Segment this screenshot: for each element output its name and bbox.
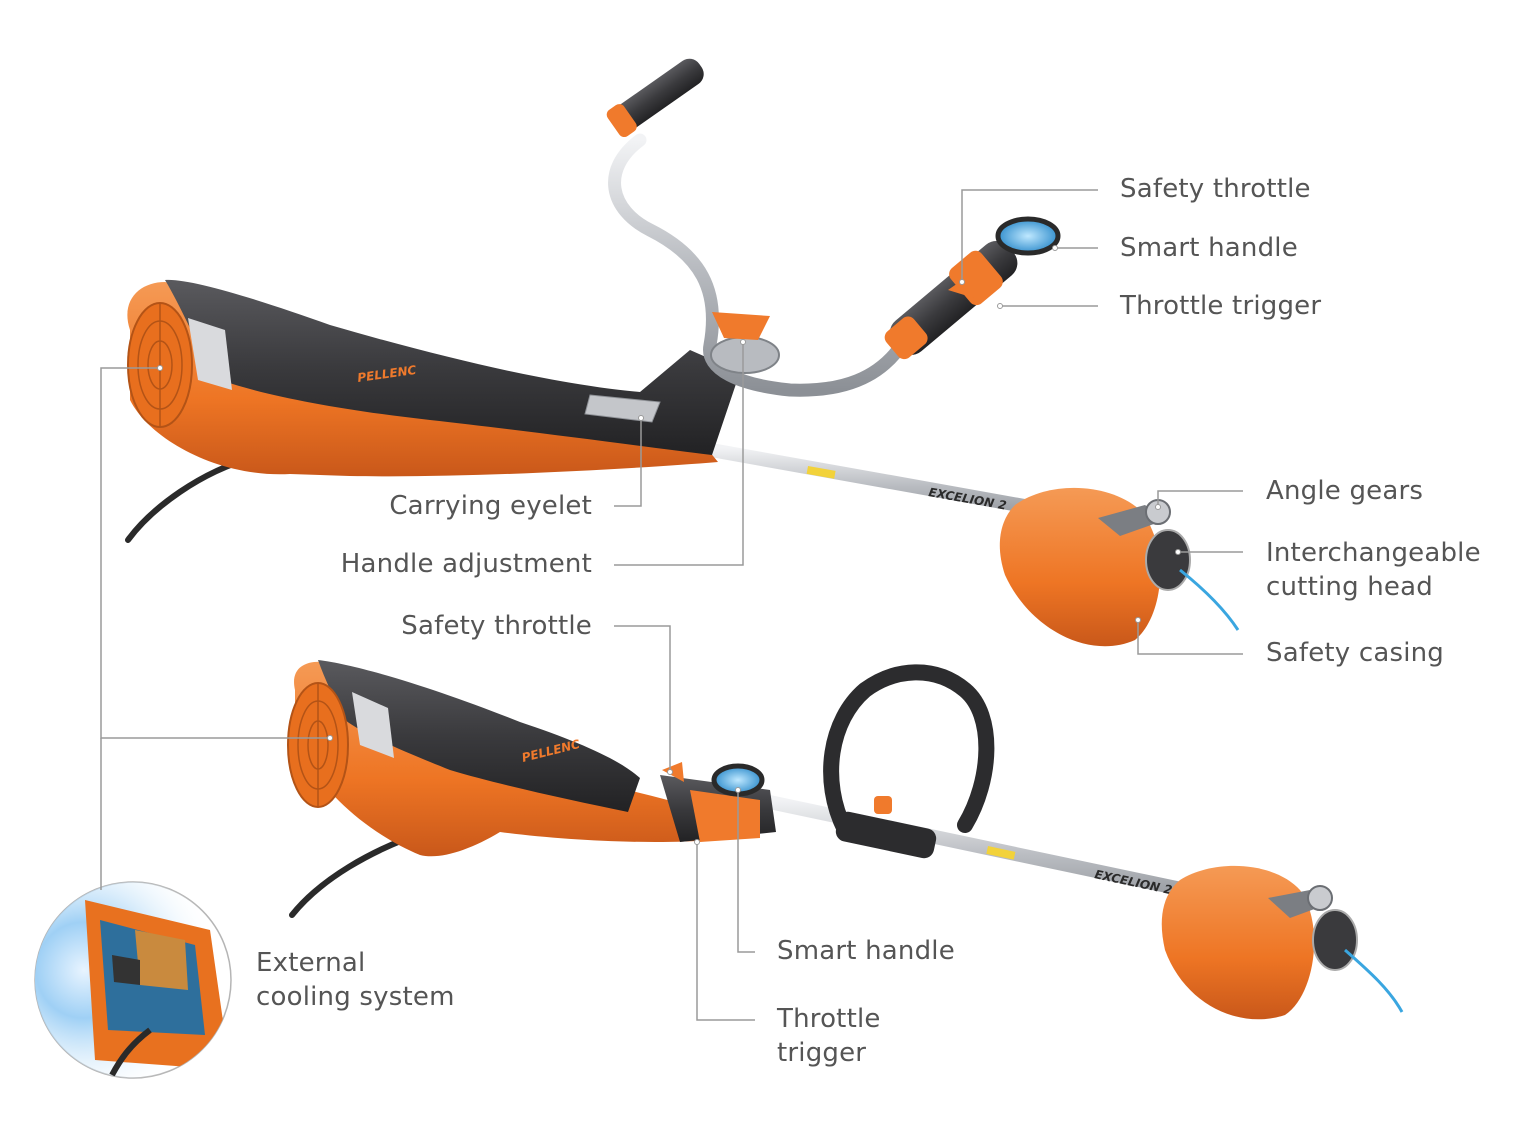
top-handlebar-bar [608,133,912,397]
leader-bottom-safety-throttle [614,625,671,770]
label-carrying-eyelet: Carrying eyelet [389,491,592,521]
leader-safety-casing [1137,620,1243,655]
label-interchangeable-cutting-head: Interchangeable cutting head [1266,536,1481,604]
label-bottom-safety-throttle: Safety throttle [401,611,592,641]
bottom-loop-handle [823,664,995,838]
leader-dots [157,245,1181,845]
label-safety-casing: Safety casing [1266,638,1445,668]
leader-cooling-bracket [100,367,330,739]
label-throttle-trigger-line-2: trigger [777,1038,867,1068]
label-cooling-line-1: External [256,948,366,978]
top-handle-adjust-knob [712,312,770,340]
bottom-safety-casing [1161,865,1315,1020]
leader-carrying-eyelet [614,418,642,507]
bottom-loop-handle-knob [874,796,892,814]
bottom-motor-housing-dark [318,660,640,812]
bottom-shaft-model: EXCELION 2 [1093,867,1173,897]
bottom-inline-handle-orange [690,790,760,842]
label-angle-gears: Angle gears [1266,476,1424,506]
bottom-reflective-panel [352,692,394,758]
leader-bottom-smart-handle [737,790,755,953]
label-top-smart-handle: Smart handle [1120,233,1298,263]
leader-handle-adjustment [614,342,744,566]
bottom-loop-handle-clamp [835,811,937,859]
bottom-cutting-line [1344,948,1404,1013]
bottom-shaft-decal [986,845,1016,860]
top-safety-throttle-lever [948,276,974,298]
top-cutting-head [1145,529,1191,591]
leader-bottom-throttle-trigger [696,842,755,1021]
label-bottom-smart-handle: Smart handle [777,936,955,966]
label-cooling-line-2: cooling system [256,982,455,1012]
label-cutting-head-line-1: Interchangeable [1266,538,1481,568]
top-smart-handle [884,240,1018,360]
smart-handle-display-icon [995,216,1061,256]
bottom-cutting-head [1312,909,1358,971]
label-cutting-head-line-2: cutting head [1266,572,1433,602]
leader-top-safety-throttle [961,189,1098,280]
top-trimmer: PELLENC EXCELION 2 [125,58,1240,647]
label-handle-adjustment: Handle adjustment [340,549,592,579]
top-left-grip [606,58,704,138]
label-top-safety-throttle: Safety throttle [1120,174,1311,204]
label-throttle-trigger-line-1: Throttle [777,1004,881,1034]
leader-lines [100,189,1243,1021]
label-top-throttle-trigger: Throttle trigger [1120,291,1322,321]
cooling-inset [34,881,232,1079]
label-external-cooling-system: External cooling system [256,946,455,1014]
bottom-angle-gears [1307,885,1333,911]
leader-angle-gears [1157,490,1243,505]
top-cutting-line [1179,568,1240,631]
label-bottom-throttle-trigger: Throttle trigger [777,1002,881,1070]
top-reflective-panel [188,318,232,390]
top-shaft-decal [806,466,836,479]
